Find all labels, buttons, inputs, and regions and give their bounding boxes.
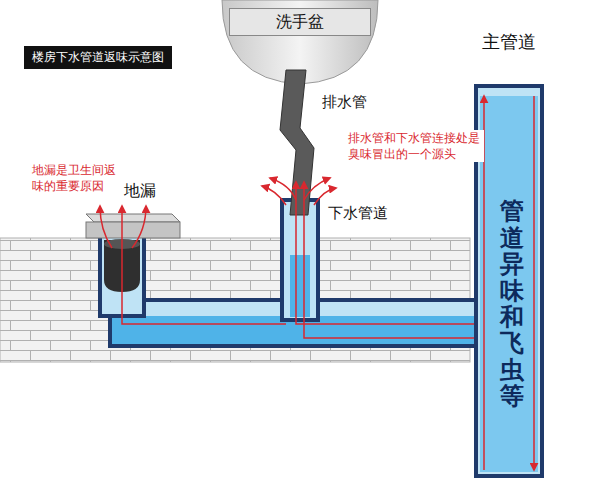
pipe-water — [290, 255, 310, 317]
main-pipe-band: 主管道管道异味和飞虫等 — [470, 24, 548, 476]
main-pipe — [476, 86, 542, 476]
part-name: 下水管道 — [326, 203, 390, 223]
diagram-title: 楼房下水管道返味示意图 — [24, 46, 172, 69]
odor-arrows — [100, 96, 534, 470]
part-name: 地漏 — [122, 180, 158, 202]
callout-note: 排水管和下水管连接处是臭味冒出的一个源头 — [346, 130, 484, 162]
basin-label: 洗手盆 — [276, 12, 324, 33]
floor-drain-frame — [86, 222, 180, 238]
basin-box: 洗手盆 — [229, 8, 371, 36]
part-name: 排水管 — [320, 92, 369, 112]
sewer-pipe — [282, 200, 318, 320]
pipe-vertical-text: 管道异味和飞虫等 — [500, 198, 524, 409]
pipe-water — [480, 96, 538, 472]
pipe-heading: 主管道 — [482, 30, 536, 54]
callout-note: 地漏是卫生间返味的重要原因 — [30, 162, 122, 194]
